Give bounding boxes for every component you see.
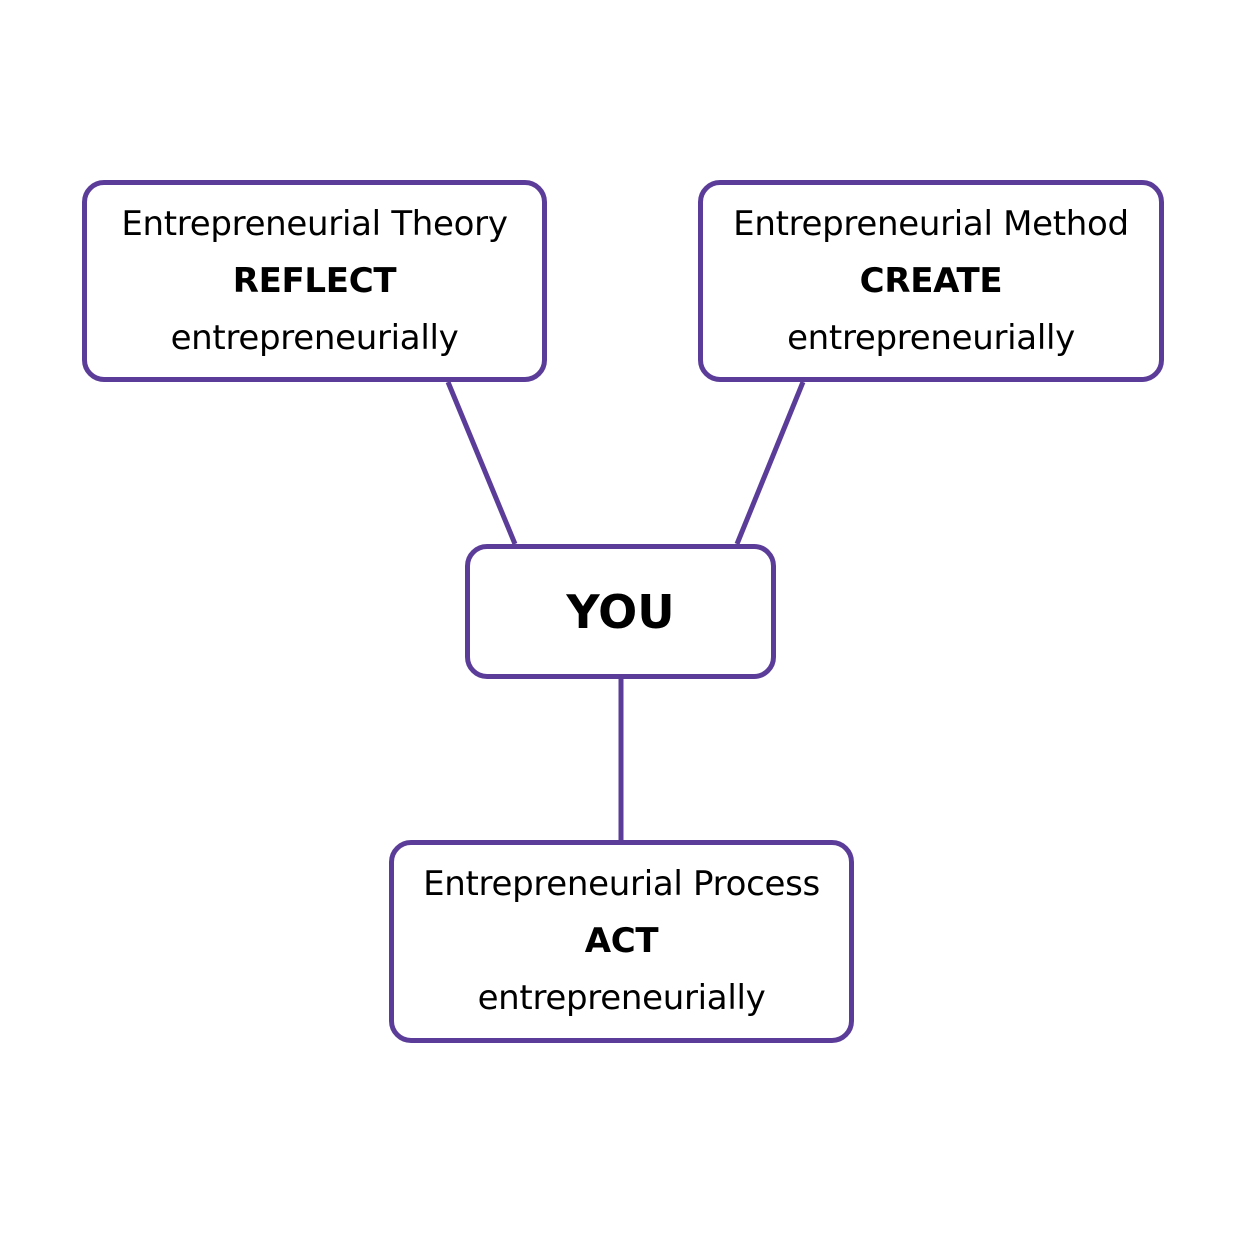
node-process: Entrepreneurial Process ACT entrepreneur… xyxy=(389,840,854,1043)
connector-theory-to-you xyxy=(445,381,518,545)
node-method-title: Entrepreneurial Method xyxy=(733,203,1129,244)
node-method-verb: CREATE xyxy=(859,260,1003,301)
node-theory-title: Entrepreneurial Theory xyxy=(121,203,508,244)
node-theory-verb: REFLECT xyxy=(232,260,397,301)
node-you: YOU xyxy=(465,544,776,679)
node-process-verb: ACT xyxy=(584,921,659,961)
node-process-title: Entrepreneurial Process xyxy=(423,864,820,904)
node-method-adverb: entrepreneurially xyxy=(787,317,1075,358)
node-method: Entrepreneurial Method CREATE entreprene… xyxy=(698,180,1164,382)
connector-method-to-you xyxy=(734,381,806,545)
node-theory: Entrepreneurial Theory REFLECT entrepren… xyxy=(82,180,547,382)
node-theory-adverb: entrepreneurially xyxy=(170,317,459,358)
node-process-adverb: entrepreneurially xyxy=(477,978,766,1018)
node-you-label: YOU xyxy=(566,584,675,639)
